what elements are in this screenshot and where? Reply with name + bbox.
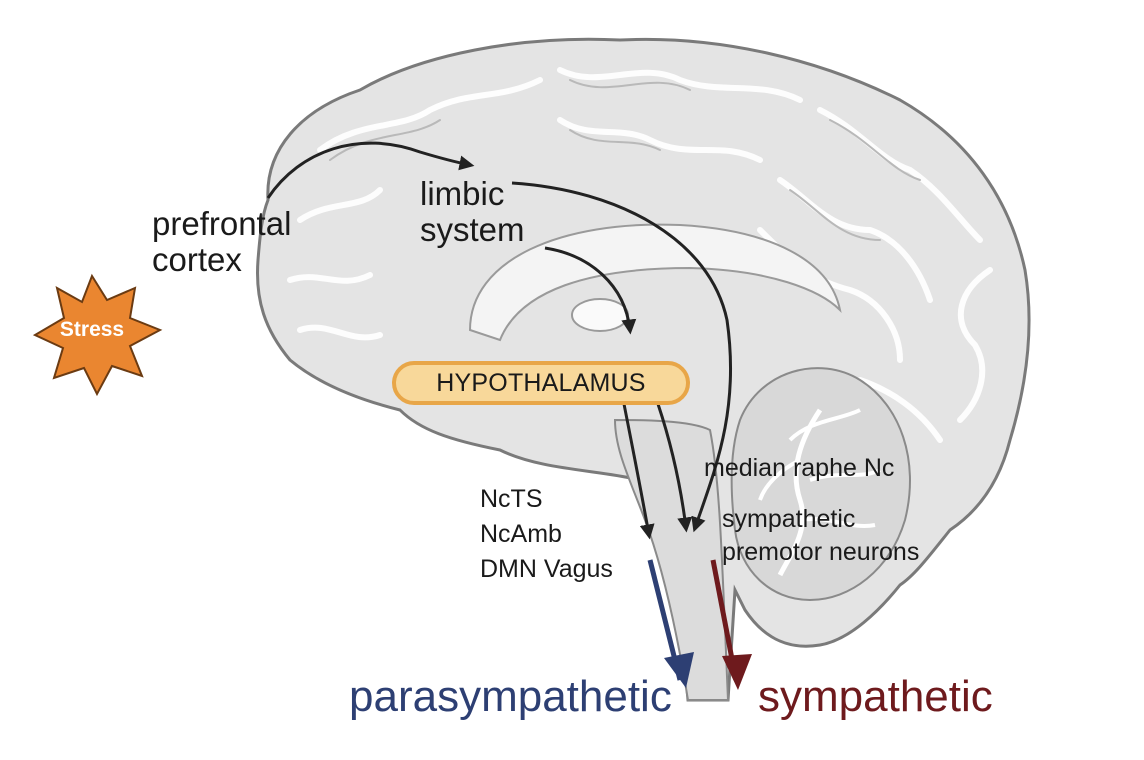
limbic-system-line-2: system <box>420 210 525 248</box>
brainstem <box>613 418 730 701</box>
nucleus-tractus-solitarius-label: NcTS <box>480 485 543 513</box>
nucleus-ambiguus-label: NcAmb <box>480 520 562 548</box>
hypothalamus-label: HYPOTHALAMUS <box>436 368 646 397</box>
prefrontal-cortex-line-2: cortex <box>152 240 242 278</box>
sympathetic-output-label: sympathetic <box>758 672 993 721</box>
prefrontal-cortex-label: prefrontal cortex <box>152 206 291 277</box>
median-raphe-label: median raphe Nc <box>704 454 895 482</box>
prefrontal-cortex-line-1: prefrontal <box>152 205 292 242</box>
hypothalamus-box: HYPOTHALAMUS <box>392 361 690 405</box>
parasympathetic-output-label: parasympathetic <box>349 672 672 721</box>
sympathetic-premotor-line-1: sympathetic <box>722 505 856 533</box>
arrow-hypothalamus-to-premotor <box>656 403 693 533</box>
stress-burst <box>32 273 163 397</box>
sympathetic-arrowhead <box>722 654 752 690</box>
cortex-folds <box>287 67 993 443</box>
arrow-prefrontal-to-limbic <box>266 141 475 199</box>
arrow-limbic-to-premotor <box>511 181 733 533</box>
stress-label: Stress <box>59 318 125 341</box>
limbic-system-label: limbic system <box>420 176 525 247</box>
sympathetic-premotor-label: sympathetic premotor neurons <box>722 503 919 568</box>
vagal-nuclei-label: NcTS NcAmb DMN Vagus <box>480 482 613 587</box>
arrow-hypothalamus-to-vagal-nuclei <box>622 403 655 540</box>
limbic-system-line-1: limbic <box>420 175 505 212</box>
parasympathetic-arrowhead <box>664 652 694 688</box>
dorsal-motor-nucleus-vagus-label: DMN Vagus <box>480 555 613 583</box>
arrow-limbic-to-hypothalamus <box>544 246 637 335</box>
sympathetic-premotor-line-2: premotor neurons <box>722 537 920 566</box>
thalamus <box>571 298 629 332</box>
cortex-fold-shadows <box>329 79 921 241</box>
cerebellum <box>730 367 911 602</box>
